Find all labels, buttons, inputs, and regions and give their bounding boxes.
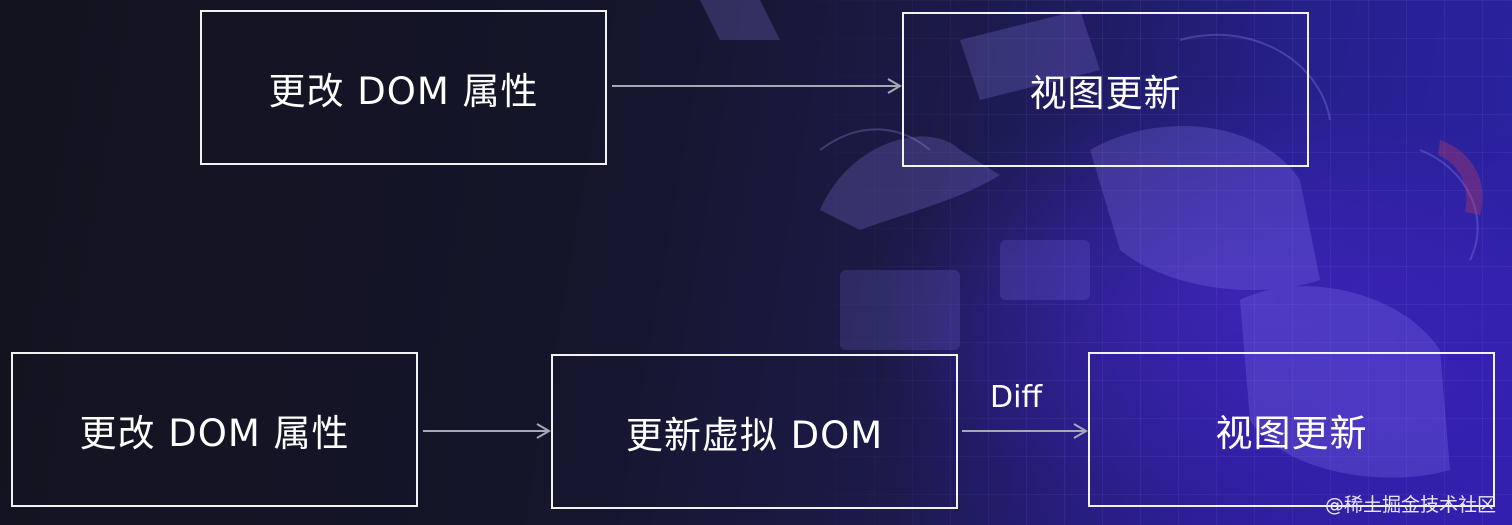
node-view-update-bottom: 视图更新 bbox=[1088, 352, 1495, 507]
node-change-dom-top: 更改 DOM 属性 bbox=[200, 10, 607, 165]
arrow-bottom-1 bbox=[423, 423, 551, 439]
arrow-bottom-2 bbox=[962, 423, 1088, 439]
watermark: @稀土掘金技术社区 bbox=[1324, 494, 1496, 516]
diff-label: Diff bbox=[990, 380, 1043, 415]
arrow-top bbox=[612, 78, 902, 94]
node-update-virtual-dom: 更新虚拟 DOM bbox=[551, 354, 958, 509]
background-grid bbox=[760, 0, 1512, 525]
node-change-dom-bottom: 更改 DOM 属性 bbox=[11, 352, 418, 507]
node-view-update-top: 视图更新 bbox=[902, 12, 1309, 167]
